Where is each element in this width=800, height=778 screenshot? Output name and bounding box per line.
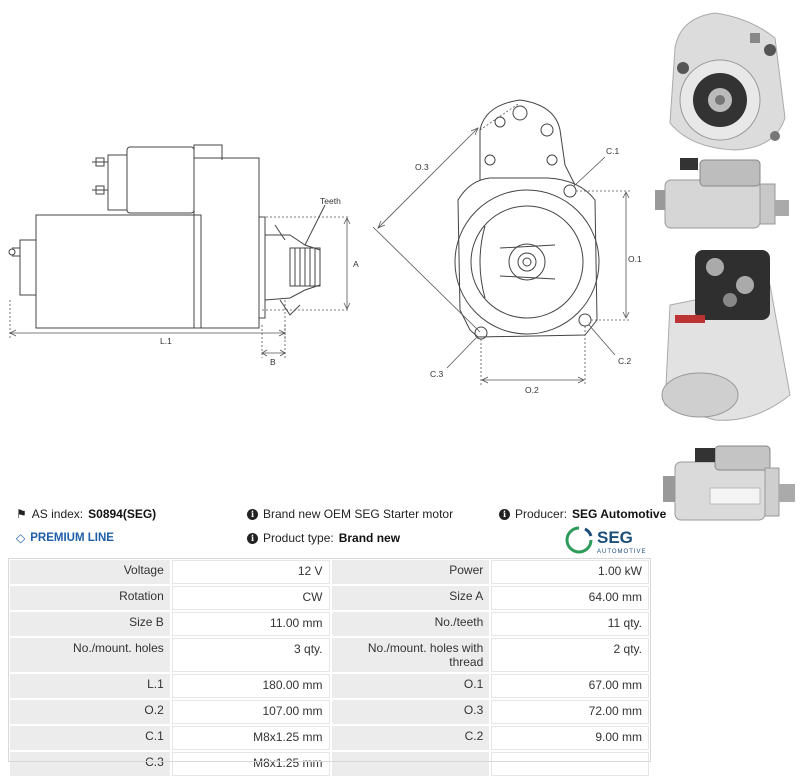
front-flange (457, 177, 598, 338)
logo-sub: AUTOMOTIVE (597, 549, 647, 555)
as-index-label: AS index: (31, 507, 84, 521)
spec-label: C.2 (331, 726, 490, 750)
premium-line: ◇ PREMIUM LINE (16, 531, 114, 545)
hole-c1 (563, 184, 577, 198)
spec-value: M8x1.25 mm (171, 726, 330, 750)
label-o3: O.3 (415, 162, 429, 172)
label-teeth: Teeth (320, 196, 341, 206)
spec-label: O.3 (331, 700, 490, 724)
spec-label: No./mount. holes with thread (331, 638, 490, 672)
photo-front (669, 12, 786, 151)
logo-main: SEG (597, 528, 633, 547)
spec-value: 64.00 mm (491, 586, 649, 610)
motor-body (35, 214, 202, 329)
spec-value: 11.00 mm (171, 612, 330, 636)
hole-c2 (578, 313, 592, 327)
product-info: ⚑ AS index: S0894(SEG) ◇ PREMIUM LINE i … (0, 500, 666, 560)
spec-label (331, 752, 490, 776)
label-a: A (353, 259, 359, 269)
info-icon: i (499, 508, 510, 520)
spec-label: Size B (10, 612, 170, 636)
product-type-value: Brand new (338, 531, 401, 545)
spec-label: C.3 (10, 752, 170, 776)
photo-rear (661, 250, 791, 421)
as-index: ⚑ AS index: S0894(SEG) (16, 507, 156, 521)
spec-value: M8x1.25 mm (171, 752, 330, 776)
diamond-icon: ◇ (16, 531, 26, 545)
seg-logo: SEG AUTOMOTIVE (565, 526, 647, 555)
producer-label: Producer: (515, 507, 568, 521)
spec-value: 107.00 mm (171, 700, 330, 724)
spec-value: 180.00 mm (171, 674, 330, 698)
description: i Brand new OEM SEG Starter motor (247, 507, 453, 521)
as-index-value: S0894(SEG) (88, 507, 157, 521)
spec-value (491, 752, 649, 776)
spec-label: C.1 (10, 726, 170, 750)
producer-value: SEG Automotive (572, 507, 667, 521)
spec-value: 67.00 mm (491, 674, 649, 698)
solenoid (126, 146, 195, 214)
premium-line-label: PREMIUM LINE (30, 532, 114, 544)
label-b: B (270, 357, 276, 367)
front-housing-outer (454, 189, 600, 335)
spec-value: 3 qty. (171, 638, 330, 672)
spec-value: CW (171, 586, 330, 610)
spec-label: Power (331, 560, 490, 584)
label-o1: O.1 (628, 254, 642, 264)
product-type-label: Product type: (263, 531, 334, 545)
drive-housing (193, 157, 260, 329)
spec-label: L.1 (10, 674, 170, 698)
spec-value: 1.00 kW (491, 560, 649, 584)
spec-label: O.2 (10, 700, 170, 724)
info-icon: i (247, 532, 258, 544)
spec-label: Voltage (10, 560, 170, 584)
label-c2: C.2 (618, 356, 632, 366)
product-photos (655, 0, 800, 540)
spec-value: 2 qty. (491, 638, 649, 672)
spec-value: 9.00 mm (491, 726, 649, 750)
info-icon: i (247, 508, 258, 520)
photo-side (655, 158, 789, 229)
spec-label: Rotation (10, 586, 170, 610)
spec-value: 72.00 mm (491, 700, 649, 724)
label-c1: C.1 (606, 146, 620, 156)
spec-label: No./teeth (331, 612, 490, 636)
label-c3: C.3 (430, 369, 444, 379)
label-o2: O.2 (525, 385, 539, 395)
tag-icon: ⚑ (16, 507, 27, 521)
spec-value: 12 V (171, 560, 330, 584)
spec-label: No./mount. holes (10, 638, 170, 672)
photo-label (663, 445, 795, 521)
product-type: i Product type: Brand new (247, 531, 400, 545)
producer: i Producer: SEG Automotive (499, 507, 666, 521)
spec-label: O.1 (331, 674, 490, 698)
technical-drawing: Teeth A L.1 B O.1 O.2 O.3 C.1 C.2 C.3 (8, 99, 642, 395)
spec-value: 11 qty. (491, 612, 649, 636)
label-l1: L.1 (160, 336, 172, 346)
spec-label: Size A (331, 586, 490, 610)
description-text: Brand new OEM SEG Starter motor (263, 507, 454, 521)
